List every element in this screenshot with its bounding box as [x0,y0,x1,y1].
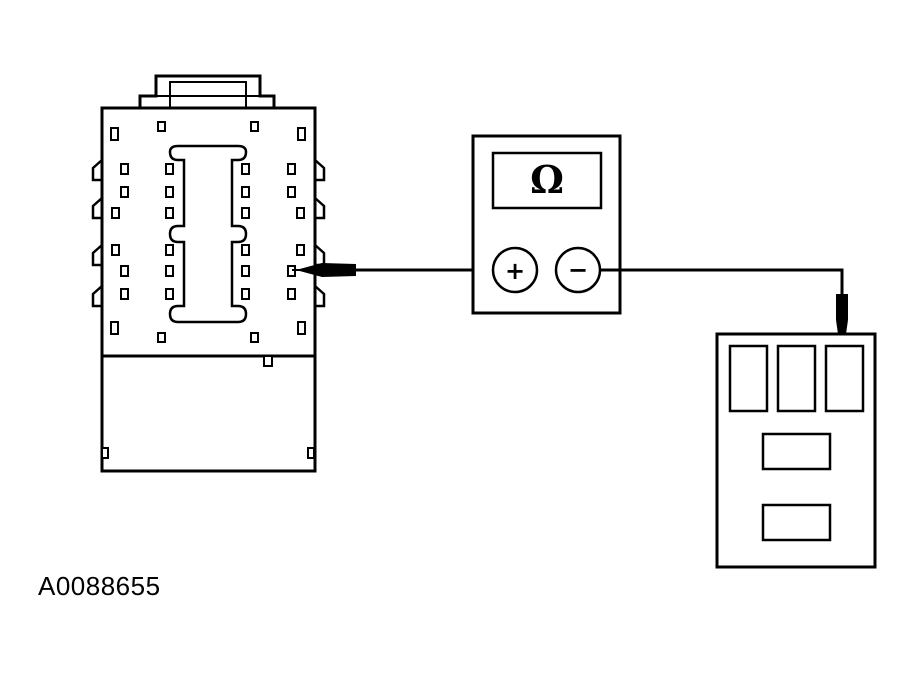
pin [101,447,109,459]
pin [250,121,259,132]
pin [165,288,174,300]
figure-id-label: A0088655 [38,571,161,601]
pin [296,207,305,219]
probe-tip-icon [296,263,356,277]
pin [120,288,129,300]
pin [110,321,119,335]
pin [165,163,174,175]
pin [296,244,305,256]
pin [157,332,166,343]
pin [241,244,250,256]
ohm-symbol: Ω [530,157,564,202]
relay-box-icon [715,332,877,569]
meter-display [491,151,603,210]
pin [250,332,259,343]
connector-pins [101,121,315,459]
positive-terminal [491,246,539,294]
pin [165,265,174,277]
pin [120,265,129,277]
pin [165,244,174,256]
multimeter-icon: Ω + − [471,134,622,315]
pin [120,186,129,198]
pin [287,163,296,175]
pin [307,447,315,459]
pin [287,288,296,300]
pin [297,127,306,141]
pin [165,186,174,198]
pin [165,207,174,219]
negative-terminal-label: − [568,256,588,284]
pin [157,121,166,132]
fuse-slot [761,503,832,542]
pin [297,321,306,335]
relay-slot [824,344,865,413]
fuse-slot [761,432,832,471]
relay-slot [776,344,817,413]
pin [241,265,250,277]
relay-slot [728,344,769,413]
pin [241,288,250,300]
pin [111,244,120,256]
positive-test-lead [292,263,492,277]
pin [111,207,120,219]
pin [241,163,250,175]
pin [263,355,273,367]
pin [120,163,129,175]
connector-block-icon [91,74,326,473]
pin [241,186,250,198]
positive-terminal-label: + [505,257,525,285]
pin [110,127,119,141]
pin [287,186,296,198]
pin [241,207,250,219]
